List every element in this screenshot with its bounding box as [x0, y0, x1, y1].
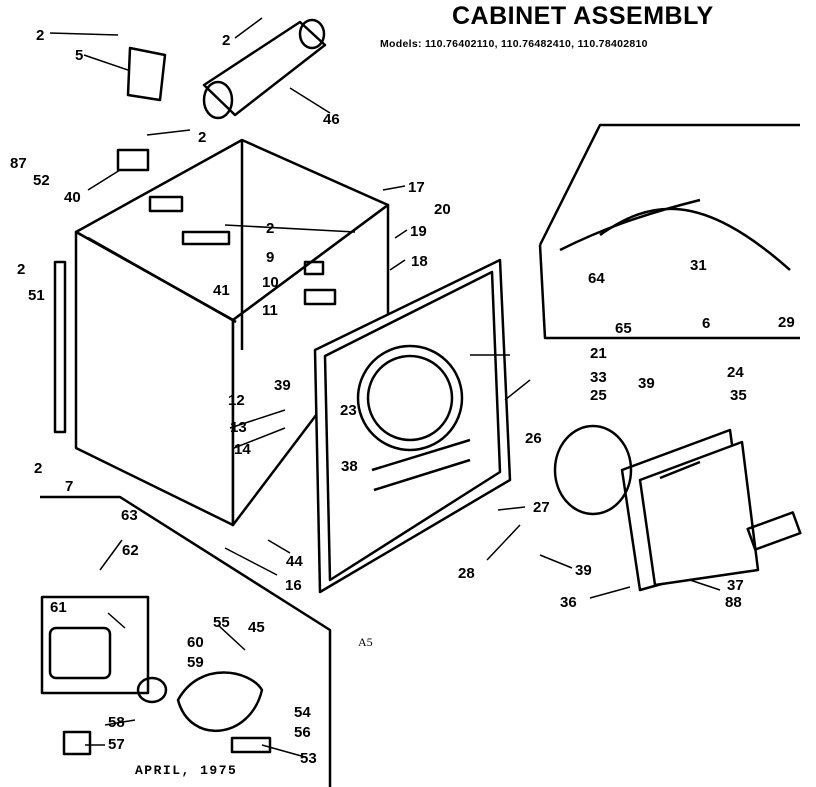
callout: 24 [727, 364, 744, 381]
callout: 2 [34, 460, 42, 477]
callout: 88 [725, 594, 742, 611]
callout: 55 [213, 614, 230, 631]
date-footer: APRIL, 1975 [135, 763, 238, 778]
callout: 46 [323, 111, 340, 128]
model-numbers: Models: 110.76402110, 110.76482410, 110.… [380, 38, 648, 50]
callout: 19 [410, 223, 427, 240]
callout: 2 [36, 27, 44, 44]
callout: 10 [262, 274, 279, 291]
callout: 63 [121, 507, 138, 524]
page-mark: A5 [358, 635, 373, 649]
part-strip-51 [53, 260, 67, 434]
callout: 52 [33, 172, 50, 189]
leader-lines [49, 17, 721, 758]
callout: 40 [64, 189, 81, 206]
callout: 61 [50, 599, 67, 616]
callout: 7 [65, 478, 73, 495]
callout: 33 [590, 369, 607, 386]
motor-assembly [40, 595, 272, 756]
callout: 56 [294, 724, 311, 741]
callout: 44 [286, 553, 303, 570]
callout: 14 [234, 441, 251, 458]
callout-labels: 2 5 2 46 2 87 52 40 17 20 2 19 9 18 2 41… [10, 27, 795, 767]
callout: 27 [533, 499, 550, 516]
diagram-title: CABINET ASSEMBLY [452, 2, 714, 30]
callout: 20 [434, 201, 451, 218]
callout: 53 [300, 750, 317, 767]
callout: 23 [340, 402, 357, 419]
callout: 13 [230, 419, 247, 436]
callout: 39 [638, 375, 655, 392]
callout: 39 [575, 562, 592, 579]
callout: 60 [187, 634, 204, 651]
callout: 21 [590, 345, 607, 362]
door-assembly [553, 424, 802, 592]
callout: 37 [727, 577, 744, 594]
callout: 2 [222, 32, 230, 49]
exhaust-duct [202, 18, 327, 120]
callout: 65 [615, 320, 632, 337]
front-panel [313, 258, 512, 594]
callout: 57 [108, 736, 125, 753]
callout: 64 [588, 270, 605, 287]
callout: 17 [408, 179, 425, 196]
callout: 38 [341, 458, 358, 475]
callout: 16 [285, 577, 302, 594]
cabinet-shell [74, 138, 390, 527]
part-10 [303, 288, 337, 306]
callout: 12 [228, 392, 245, 409]
part-9 [303, 260, 325, 276]
callout: 2 [17, 261, 25, 278]
callout: 59 [187, 654, 204, 671]
callout: 28 [458, 565, 475, 582]
callout: 2 [266, 220, 274, 237]
callout: 5 [75, 47, 83, 64]
callout: 29 [778, 314, 795, 331]
callout: 41 [213, 282, 230, 299]
callout: 18 [411, 253, 428, 270]
callout: 51 [28, 287, 45, 304]
callout: 87 [10, 155, 27, 172]
part-switch-40 [116, 148, 150, 172]
callout: 31 [690, 257, 707, 274]
callout: 25 [590, 387, 607, 404]
callout: 9 [266, 249, 274, 266]
callout: 6 [702, 315, 710, 332]
callout: 35 [730, 387, 747, 404]
callout: 26 [525, 430, 542, 447]
part-bracket-5 [126, 46, 167, 102]
callout: 45 [248, 619, 265, 636]
callout: 2 [198, 129, 206, 146]
callout: 11 [262, 302, 278, 319]
callout: 54 [294, 704, 311, 721]
callout: 62 [122, 542, 139, 559]
wiring-harness-box [538, 123, 800, 340]
section-divider [40, 495, 332, 787]
callout: 58 [108, 714, 125, 731]
callout: 39 [274, 377, 291, 394]
callout: 36 [560, 594, 577, 611]
